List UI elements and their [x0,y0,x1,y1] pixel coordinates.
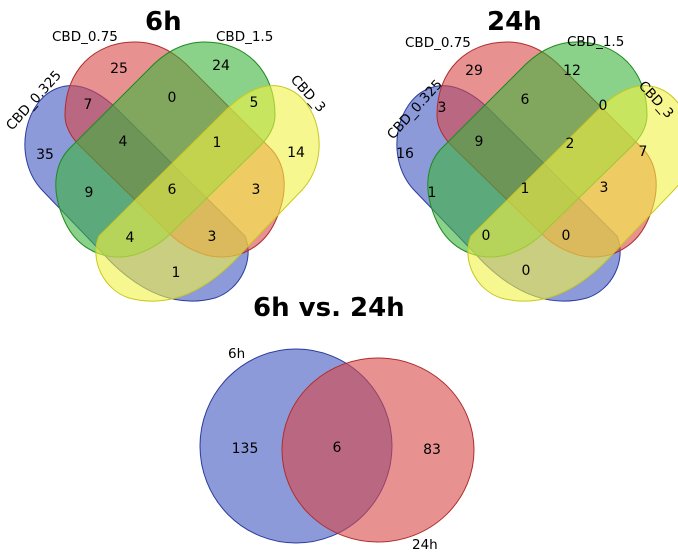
count-b: 29 [465,63,483,79]
set-24h-shape [281,357,475,543]
venn-6h-title: 6h [145,7,182,37]
venn-24h-shapes [396,41,678,302]
count-d: 14 [287,145,305,161]
venn-24h-counts: 16 29 12 7 3 6 0 9 2 1 1 3 0 0 0 [396,63,647,279]
count-b: 25 [110,61,128,77]
venn-24h-title: 24h [487,7,542,37]
venn-24h-label-cbd-075: CBD_0.75 [405,35,471,51]
venn-compare-title: 6h vs. 24h [253,293,405,323]
venn-6h: 6h CBD_0.325 CBD_0.75 CBD_1.5 CBD_3 35 2… [3,7,329,302]
venn-24h: 24h CBD_0.325 CBD_0.75 CBD_1.5 CBD_3 16 … [384,7,678,302]
count-abd: 3 [208,229,217,245]
count-cd: 5 [250,95,259,111]
count-both: 6 [333,440,342,456]
count-abc: 9 [475,134,484,150]
count-abd: 0 [562,228,571,244]
count-acd: 4 [126,230,135,246]
count-cd: 0 [599,98,608,114]
count-ad: 0 [522,263,531,279]
set-24h-label: 24h [412,537,438,553]
set-cbd-3-shape [95,85,320,302]
count-bcd: 2 [566,136,575,152]
count-bcd: 1 [213,135,222,151]
count-c: 24 [212,58,230,74]
venn-24h-label-cbd-15: CBD_1.5 [567,34,624,50]
count-6h-only: 135 [232,441,259,457]
venn-6h-shapes [24,41,320,302]
count-c: 12 [563,63,581,79]
count-a: 35 [36,147,54,163]
count-acd: 0 [482,228,491,244]
count-abc: 4 [119,134,128,150]
count-ac: 1 [428,185,437,201]
count-d: 7 [639,144,648,160]
count-a: 16 [396,146,414,162]
count-ad: 1 [172,265,181,281]
count-abcd: 6 [168,182,177,198]
set-cbd-3-shape [467,85,678,302]
count-abcd: 1 [521,181,530,197]
count-24h-only: 83 [423,442,441,458]
count-bd: 3 [600,180,609,196]
venn-6h-vs-24h: 6h vs. 24h 6h 24h 135 6 83 [199,293,475,553]
venn-6h-label-cbd-075: CBD_0.75 [52,29,118,45]
venn-6h-label-cbd-15: CBD_1.5 [216,29,273,45]
count-ab: 7 [84,97,93,113]
set-6h-label: 6h [228,346,245,362]
count-bc: 0 [168,90,177,106]
venn-6h-counts: 35 25 24 14 7 0 5 4 1 9 6 3 4 3 1 [36,58,305,281]
count-bc: 6 [521,92,530,108]
count-ac: 9 [85,185,94,201]
count-bd: 3 [252,182,261,198]
count-ab: 3 [438,100,447,116]
